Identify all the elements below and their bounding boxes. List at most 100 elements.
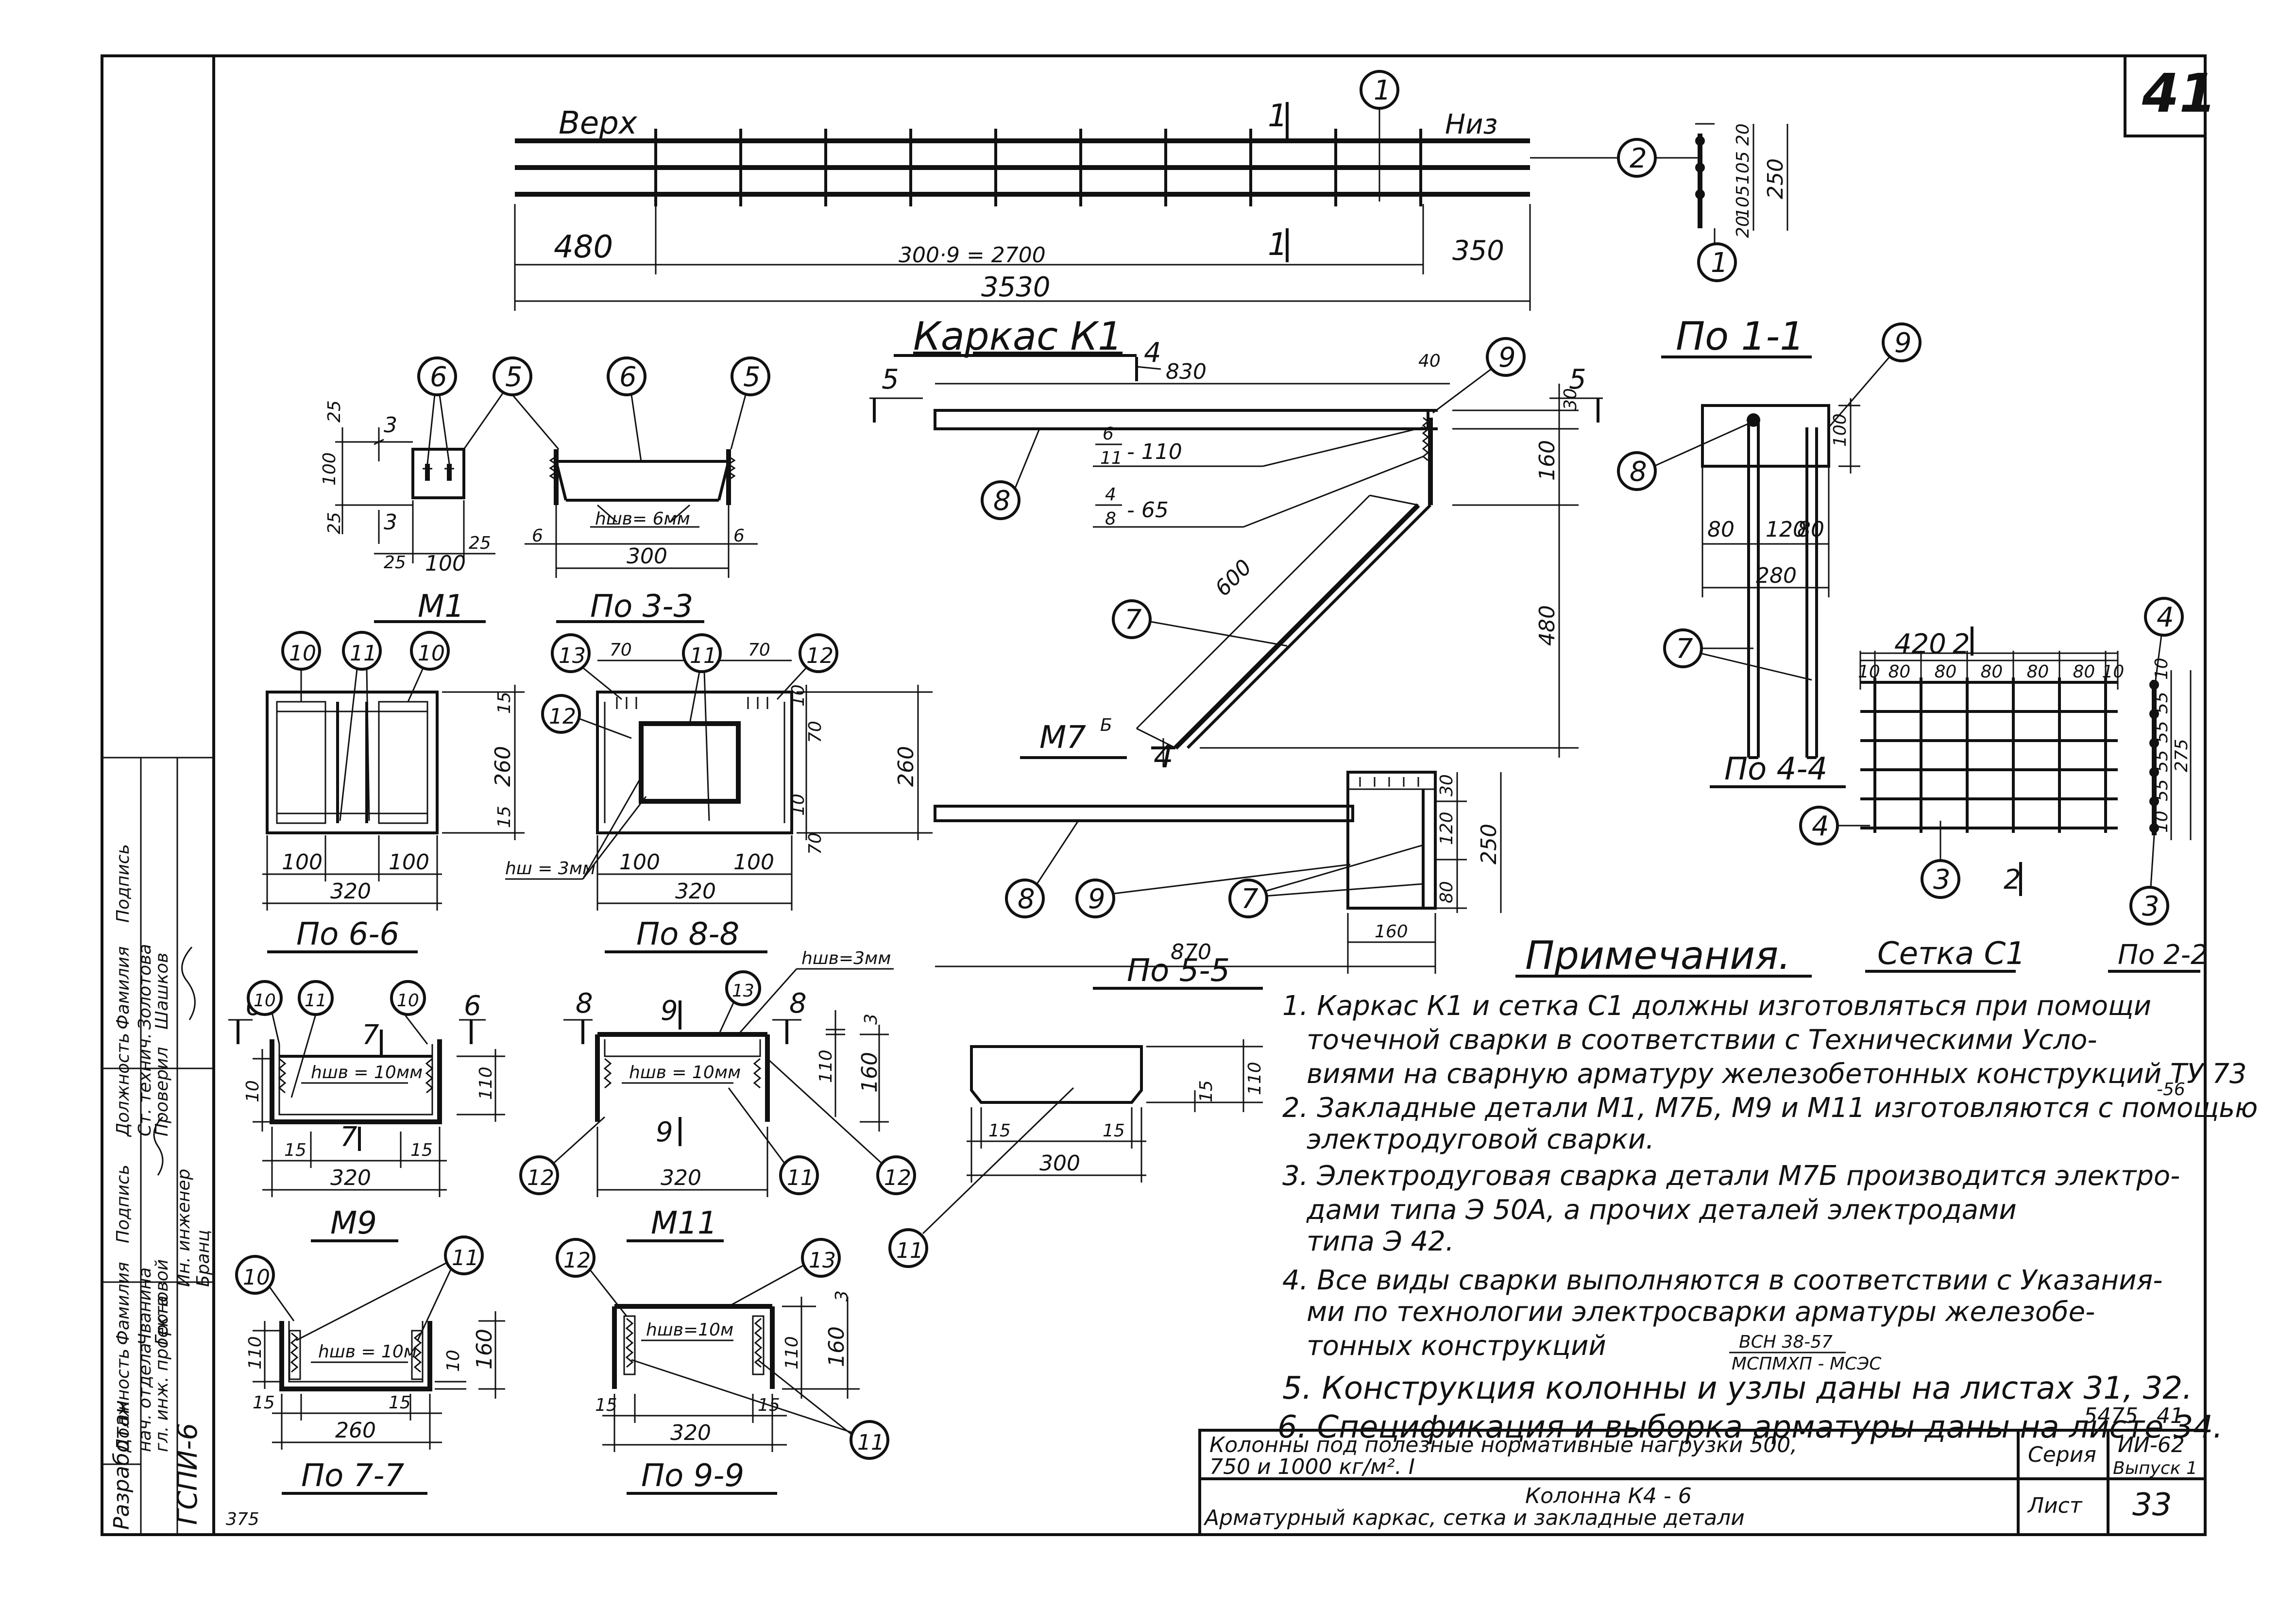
callout-8-m7: 8 (993, 485, 1011, 517)
s88-dv2: 70 (805, 721, 825, 743)
s22-title: По 2-2 (2118, 939, 2208, 971)
stamp-row1-4: Ст. технич. (135, 1033, 155, 1136)
m9-dim-h2: 15 (410, 1140, 433, 1160)
callout-13-m11: 13 (732, 981, 754, 1001)
mesh-dim-label: 80 (1935, 662, 1957, 682)
m7-callout-b-den: 8 (1105, 509, 1116, 529)
m7-callout-b-val: - 65 (1127, 498, 1169, 523)
s33-side-left: 6 (532, 526, 543, 546)
callout-10-m9a: 10 (254, 991, 276, 1011)
mesh-dim-label: 80 (1981, 662, 2003, 682)
title-block: Колонны под полезные нормативные нагрузк… (1198, 1429, 2207, 1536)
tb-line-2: 750 и 1000 кг/м². I (1209, 1455, 1415, 1479)
s22-dim-2: 55 (2152, 692, 2172, 714)
part11-dim-110: 110 (1245, 1062, 1265, 1095)
s88-dv4: 70 (805, 832, 825, 855)
detail-m9: 6 6 7 7 hшв = 10мм 10 110 15 15 320 10 1… (228, 980, 505, 1242)
s22-dim-3: 55 (2152, 721, 2172, 743)
m7-dim-40: 40 (1418, 351, 1441, 371)
note-line-7: дами типа Э 50А, а прочих деталей электр… (1306, 1194, 2017, 1226)
carcass-elevation: Верх Низ 1 1 480 300·9 = 2700 350 3530 1… (514, 70, 1700, 359)
mesh-dim-label: 80 (1888, 662, 1911, 682)
stamp-header-1: Должность (113, 1349, 133, 1453)
s99-dim-160: 160 (824, 1326, 849, 1367)
callout-3-22: 3 (2142, 891, 2160, 922)
s11-h: 100 (1830, 413, 1850, 447)
stamp-header-2: Фамилия (113, 1262, 133, 1345)
mesh-grid (1860, 677, 2118, 833)
section-8-8: 70 70 260 10 70 10 70 100 100 320 hш = 3… (505, 633, 933, 953)
carcass-title: Каркас К1 (913, 314, 1122, 359)
s77-weld: hшв = 10м (318, 1342, 417, 1362)
tb-issue: Выпуск 1 (2113, 1458, 2197, 1478)
note-line-2: точечной сварки в соответствии с Техниче… (1307, 1024, 2097, 1056)
s66-dim-v2: 260 (491, 746, 515, 787)
s33-title: По 3-3 (590, 589, 693, 625)
s88-dim-top2: 70 (748, 640, 770, 660)
developed-label: Разработан (109, 1400, 134, 1530)
s33-weld: hшв= 6мм (595, 509, 690, 529)
m9-title: М9 (330, 1205, 377, 1241)
callout-11-99: 11 (857, 1430, 884, 1455)
m7-dim-diag: 600 (1210, 555, 1257, 601)
s66-dim-v1: 15 (494, 692, 514, 714)
small-section-1: 20 105 105 20 250 1 (1695, 123, 1788, 282)
m7-dim-30: 30 (1561, 388, 1581, 410)
callout-10-m9b: 10 (397, 991, 419, 1011)
s55-dim-120: 120 (1437, 812, 1457, 845)
s55-dim-total: 250 (1477, 824, 1501, 864)
callout-12-m11a: 12 (527, 1166, 554, 1190)
m7-title: М7 (1039, 720, 1086, 756)
callout-11-part: 11 (896, 1238, 923, 1263)
m11-dim-160: 160 (857, 1052, 882, 1093)
callout-12-88b: 12 (549, 704, 576, 729)
m9-width: 320 (330, 1166, 371, 1190)
stamp-row2-2: Гроновой (152, 1259, 172, 1345)
s11-dim-1: 80 (1707, 517, 1735, 542)
m7-dim-160: 160 (1535, 440, 1560, 481)
callout-11-m9: 11 (305, 991, 327, 1011)
callout-11-88: 11 (690, 643, 717, 668)
detail-m1: 25 100 25 3 3 25 100 25 М1 6 5 (320, 356, 560, 625)
m9-dim-v1: 10 (243, 1080, 263, 1102)
ss-dim-total: 250 (1763, 158, 1788, 199)
stamp-row1-2: Чванина (135, 1268, 155, 1346)
m11-width: 320 (661, 1166, 701, 1190)
stamp-header-4: Должность (113, 1033, 133, 1137)
m11-title: М11 (651, 1205, 717, 1241)
dim-right: 350 (1452, 235, 1504, 267)
m7-title-sup: Б (1100, 715, 1112, 735)
m7-section-5-right: 5 (1569, 364, 1586, 395)
section-mark-bottom: 1 (1268, 227, 1288, 263)
callout-1-top: 1 (1374, 75, 1391, 106)
s55-title: По 5-5 (1127, 953, 1230, 989)
s88-dv1: 10 (788, 684, 808, 707)
s88-dim-b1: 100 (619, 850, 660, 875)
s55-width: 870 (1171, 940, 1211, 964)
s33-width: 300 (627, 544, 667, 569)
dim-left: 480 (554, 229, 613, 265)
ss-dim-3: 105 (1733, 185, 1753, 219)
s99-weld: hшв=10м (646, 1320, 733, 1340)
note-line-12: 5. Конструкция колонны и узлы даны на ли… (1282, 1370, 2192, 1406)
notes: Примечания. 1. Каркас К1 и сетка С1 долж… (1277, 933, 2258, 1445)
s11-total: 280 (1756, 563, 1797, 588)
bottom-left-mark: 375 (226, 1509, 259, 1529)
notes-title: Примечания. (1525, 933, 1791, 978)
callout-9-m7: 9 (1498, 342, 1516, 373)
mesh-dim-total: 420 (1894, 628, 1946, 660)
side-stamp: Разработан ГСПИ-6 Должность Фамилия Подп… (102, 757, 259, 1535)
m7-section-4-bottom: 4 (1154, 739, 1174, 775)
ss-dim-2: 105 (1733, 151, 1753, 185)
m9-dim-h1: 15 (284, 1140, 306, 1160)
m9-weld: hшв = 10мм (311, 1063, 423, 1083)
m9-section-7-top: 7 (362, 1019, 379, 1051)
s88-total: 260 (894, 746, 918, 787)
m1-section-top: 3 (384, 413, 397, 438)
s88-dim-top1: 70 (610, 640, 632, 660)
part-11: 110 15 15 15 300 11 (888, 1039, 1265, 1268)
dim-middle: 300·9 = 2700 (899, 243, 1046, 268)
part11-dim-h2: 15 (1103, 1121, 1125, 1141)
callout-10-66a: 10 (289, 641, 316, 666)
s11-dim-3: 80 (1797, 517, 1824, 542)
